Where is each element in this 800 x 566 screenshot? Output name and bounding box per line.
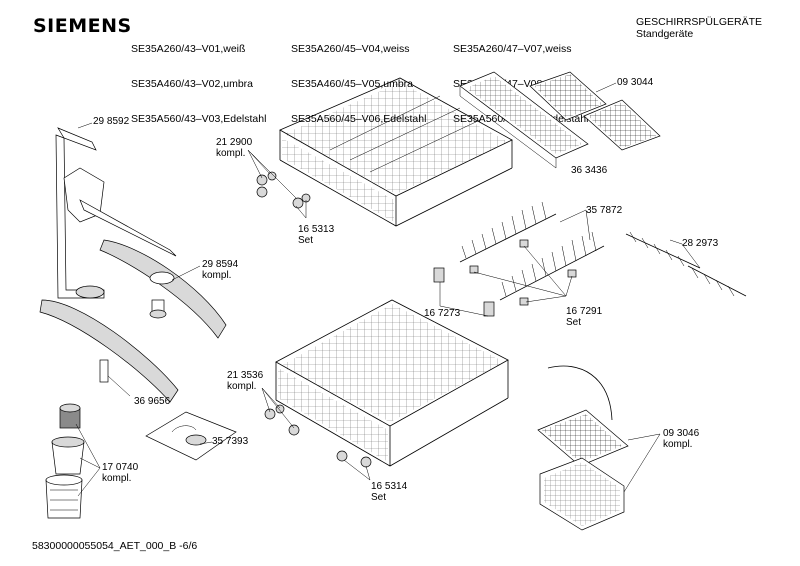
category: GESCHIRRSPÜLGERÄTE Standgeräte: [636, 16, 763, 40]
part-number: 16 7291: [566, 306, 603, 317]
supply-pipe-part: [55, 127, 177, 299]
part-number: 17 0740: [102, 462, 139, 473]
part-number: 28 2973: [682, 238, 719, 249]
part-label: 09 3044: [617, 77, 653, 88]
rack-clips-part: [433, 239, 577, 317]
part-label: 28 2973: [682, 238, 718, 249]
part-label: 35 7393: [212, 436, 248, 447]
document-id: 58300000055054_AET_000_B -6/6: [32, 540, 198, 552]
part-label: 16 7291 Set: [566, 306, 602, 328]
upper-basket-part: [279, 77, 513, 227]
part-note: kompl.: [227, 381, 257, 392]
part-label: 17 0740 kompl.: [102, 462, 138, 484]
part-number: 09 3046: [663, 428, 700, 439]
part-number: 16 5314: [371, 481, 408, 492]
filter-set-part: [45, 403, 85, 519]
part-label: 21 2900 kompl.: [216, 137, 252, 159]
part-number: 35 7872: [586, 205, 623, 216]
part-number: 21 3536: [227, 370, 264, 381]
part-number: 36 3436: [571, 165, 608, 176]
part-note: kompl.: [216, 148, 246, 159]
lower-basket-wheels-part: [264, 404, 372, 468]
category-subtitle: Standgeräte: [636, 27, 694, 40]
lower-basket-part: [275, 299, 509, 467]
cutlery-insert-part: [529, 71, 661, 151]
lower-spray-arm-part: [39, 299, 179, 403]
part-label: 16 5313 Set: [298, 224, 334, 246]
category-title: GESCHIRRSPÜLGERÄTE: [636, 16, 763, 28]
brand-logo: SIEMENS: [33, 15, 132, 37]
leader-lines: [75, 82, 701, 497]
model-entry: SE35A260/47–V07,weiss: [453, 43, 572, 56]
model-entry: SE35A260/43–V01,weiß: [131, 43, 246, 56]
part-number: 36 9656: [134, 396, 171, 407]
part-number: 16 5313: [298, 224, 335, 235]
hinge-rail-part: [625, 231, 747, 297]
part-number: 35 7393: [212, 436, 249, 447]
filter-plate-part: [145, 411, 237, 461]
cutlery-basket-part: [537, 365, 629, 531]
part-label: 29 8594 kompl.: [202, 259, 238, 281]
model-entry: SE35A560/43–V03,Edelstahl: [131, 112, 267, 125]
model-entry: SE35A460/47–V08,umbra: [453, 77, 576, 90]
part-note: kompl.: [202, 270, 232, 281]
upper-basket-wheels-part: [256, 171, 311, 209]
part-number: 29 8594: [202, 259, 239, 270]
part-label: 16 7273: [424, 308, 460, 319]
plate-rack-part: [459, 201, 605, 301]
part-number: 29 8592: [93, 116, 130, 127]
model-entry: SE35A460/45–V05,umbra: [291, 77, 414, 90]
part-label: 09 3046 kompl.: [663, 428, 699, 450]
part-label: 36 9656: [134, 396, 170, 407]
model-list-col1: SE35A260/43–V01,weiß SE35A460/43–V02,umb…: [131, 21, 266, 137]
part-label: 16 5314 Set: [371, 481, 407, 503]
part-label: 36 3436: [571, 165, 607, 176]
part-note: kompl.: [663, 439, 693, 450]
model-entry: SE35A260/45–V04,weiss: [291, 43, 410, 56]
model-entry: SE35A460/43–V02,umbra: [131, 77, 254, 90]
top-tray-part: [459, 71, 589, 169]
upper-spray-arm-part: [99, 239, 227, 339]
part-note: kompl.: [102, 473, 132, 484]
part-note: Set: [298, 235, 314, 246]
part-label: 29 8592: [93, 116, 129, 127]
part-note: Set: [371, 492, 387, 503]
part-number: 16 7273: [424, 308, 461, 319]
part-number: 09 3044: [617, 77, 654, 88]
part-label: 21 3536 kompl.: [227, 370, 263, 392]
part-label: 35 7872: [586, 205, 622, 216]
part-note: Set: [566, 317, 582, 328]
part-number: 21 2900: [216, 137, 253, 148]
